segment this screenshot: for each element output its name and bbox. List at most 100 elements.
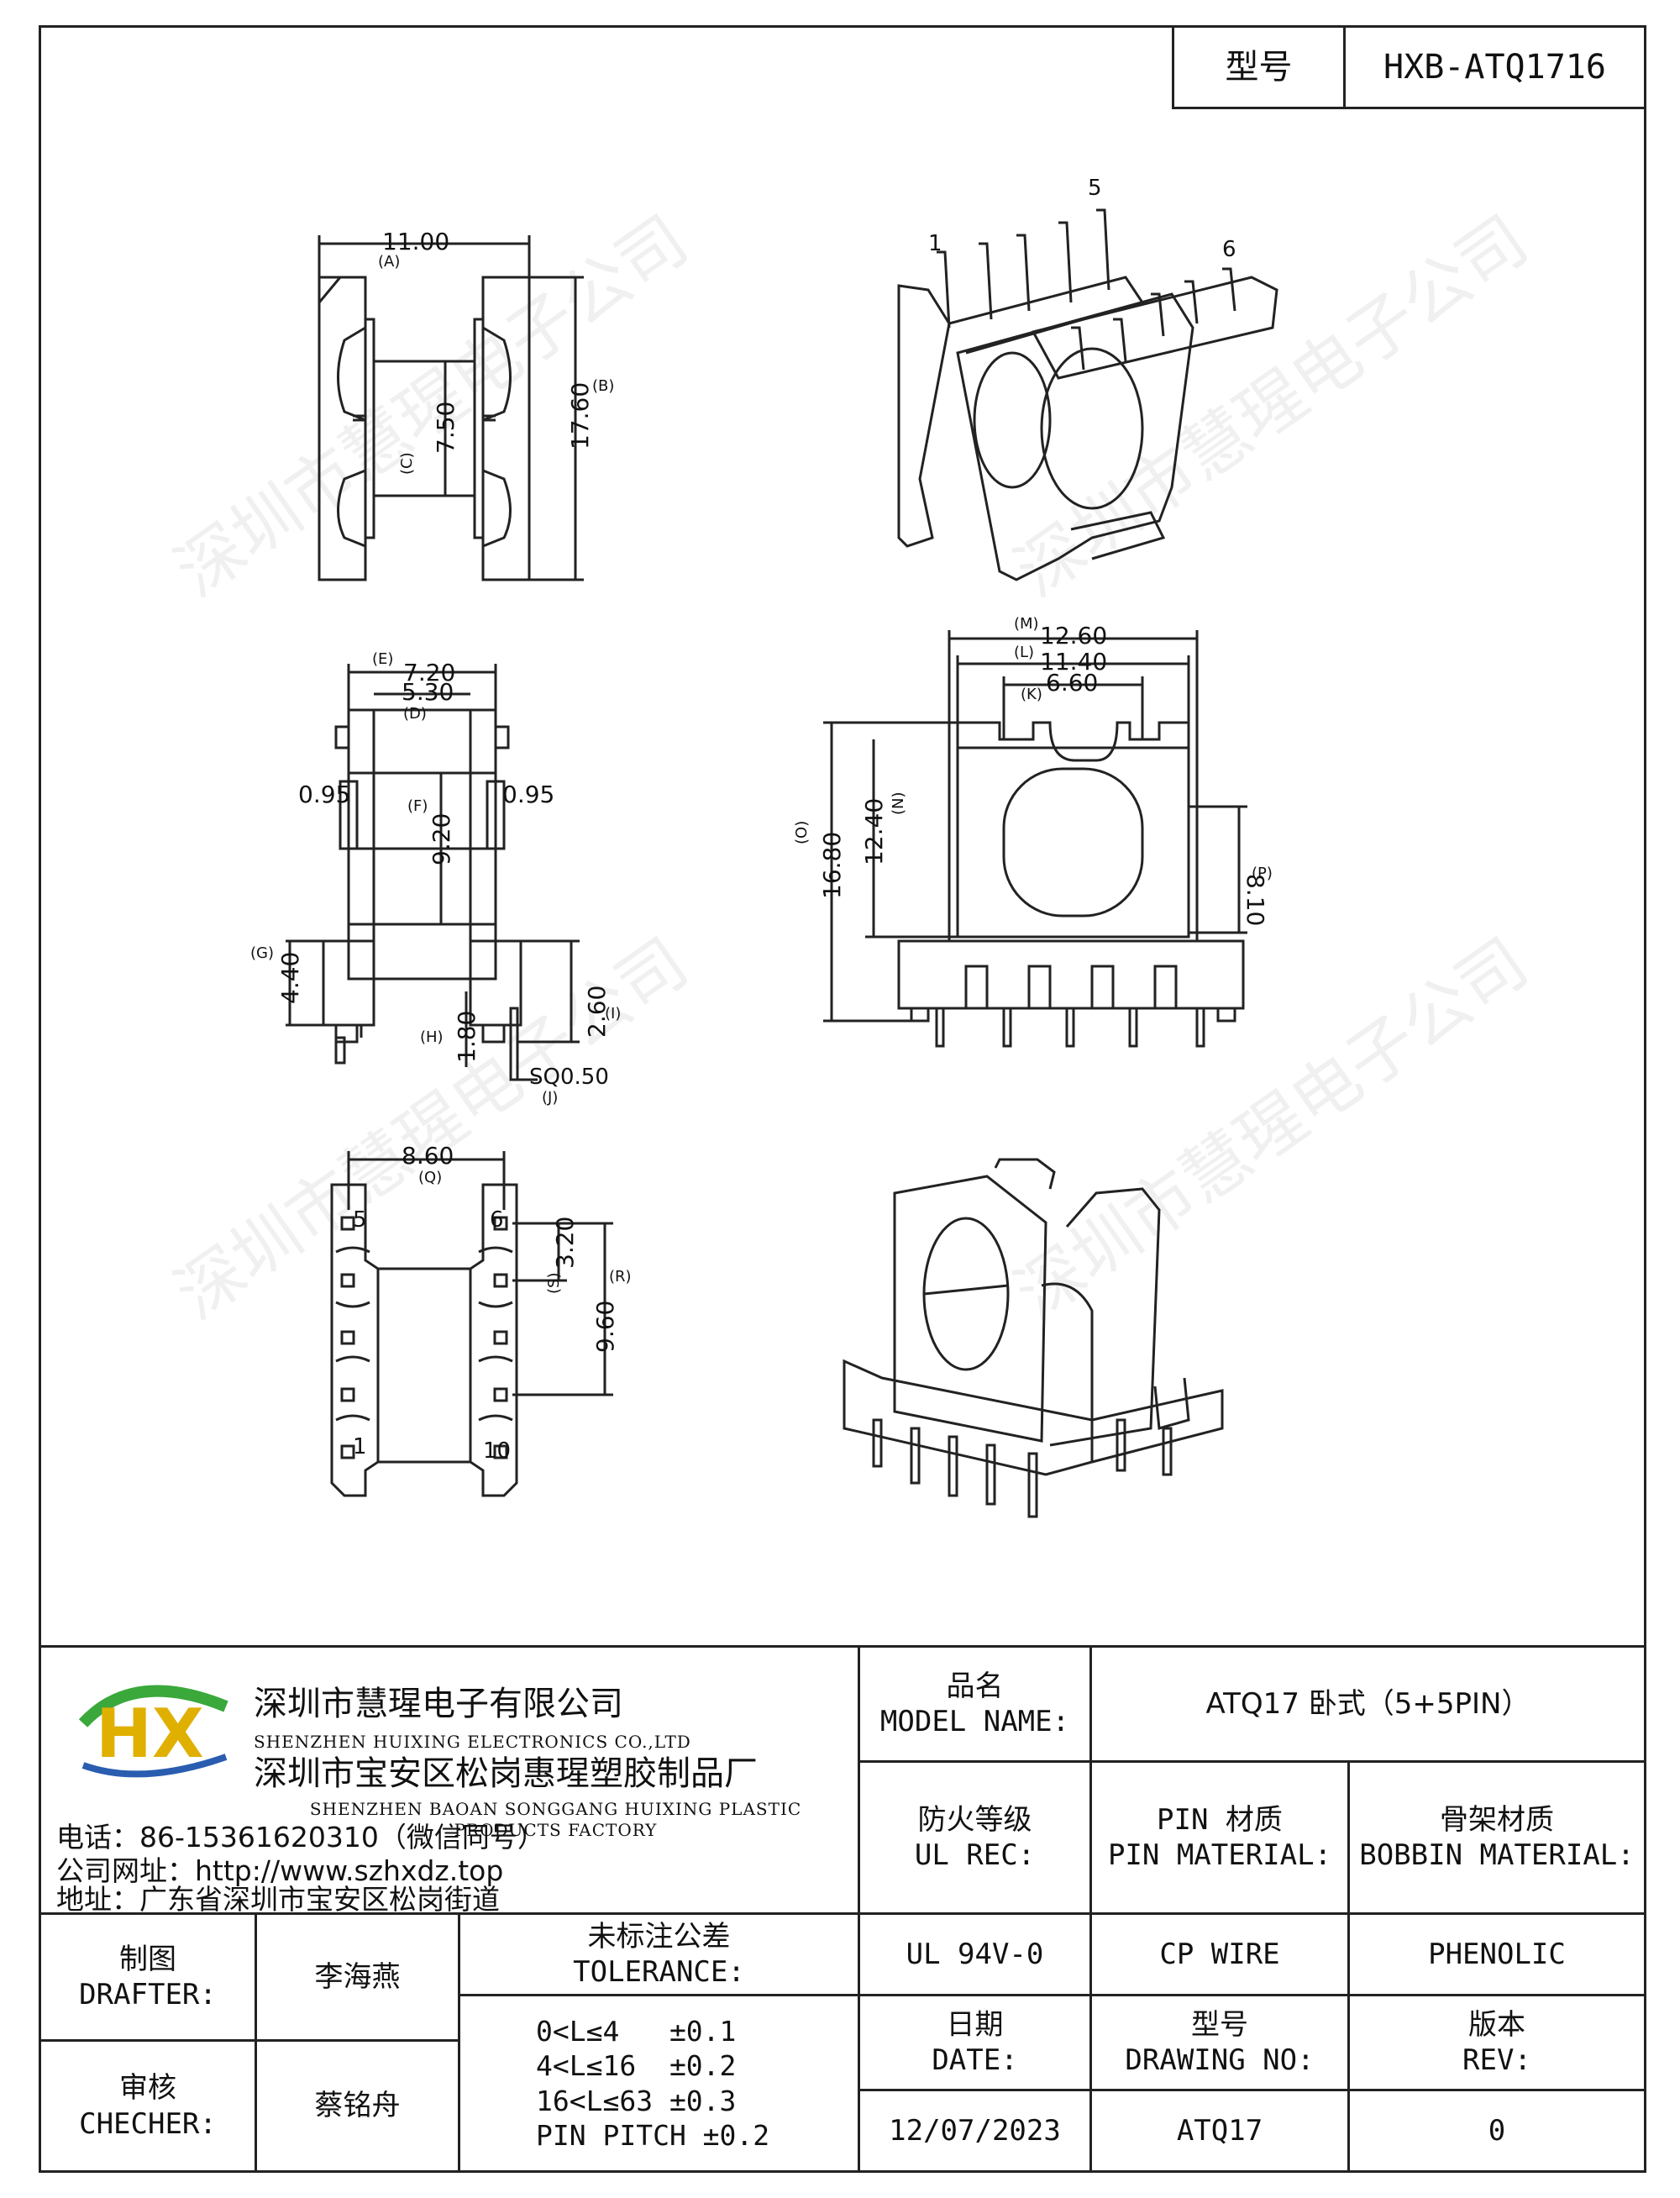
dim-p-tag: (P) bbox=[1252, 865, 1273, 882]
dim-g-tag: (G) bbox=[250, 944, 274, 962]
dim-b-tag: (B) bbox=[592, 377, 614, 395]
rev-label-cell: 版本 REV: bbox=[1347, 1994, 1646, 2091]
pin-material-value: CP WIRE bbox=[1159, 1937, 1280, 1971]
company-name-cn: 深圳市慧瑆电子有限公司 bbox=[254, 1685, 623, 1723]
dim-e-value: 7.20 bbox=[403, 659, 455, 686]
date-en: DATE: bbox=[932, 2043, 1018, 2077]
dim-s-value: 3.20 bbox=[551, 1217, 579, 1269]
tolerance-line-2: 4<L≤16 ±0.2 bbox=[536, 2049, 737, 2083]
ul-rec-label-cell: 防火等级 UL REC: bbox=[858, 1760, 1092, 1915]
date-cn: 日期 bbox=[946, 2007, 1004, 2042]
dim-c-value: 7.50 bbox=[432, 402, 459, 454]
pin-material-cn: PIN 材质 bbox=[1157, 1802, 1283, 1837]
drawing-no-en: DRAWING NO: bbox=[1125, 2043, 1315, 2077]
model-name-value-cell: ATQ17 卧式（5+5PIN） bbox=[1089, 1645, 1646, 1763]
company-cell: HX 深圳市慧瑆电子有限公司 SHENZHEN HUIXING ELECTRON… bbox=[39, 1645, 860, 1915]
dim-k-value: 6.60 bbox=[1046, 669, 1098, 697]
model-name-label-cell: 品名 MODEL NAME: bbox=[858, 1645, 1092, 1763]
drawing-no-value-cell: ATQ17 bbox=[1089, 2089, 1350, 2173]
dim-a-value: 11.00 bbox=[382, 228, 449, 255]
checker-label-cell: 审核 CHECHER: bbox=[39, 2039, 257, 2173]
dim-f-value: 9.20 bbox=[428, 813, 455, 865]
date-label-cell: 日期 DATE: bbox=[858, 1994, 1092, 2091]
model-name-en: MODEL NAME: bbox=[879, 1705, 1070, 1738]
dim-d-tag: (D) bbox=[403, 705, 427, 723]
dim-s-tag: (S) bbox=[545, 1273, 563, 1294]
rev-value-cell: 0 bbox=[1347, 2089, 1646, 2173]
isometric-bottom-view bbox=[843, 1158, 1224, 1518]
dim-m-tag: (M) bbox=[1014, 615, 1039, 633]
dim-o-value: 16.80 bbox=[818, 832, 846, 899]
tolerance-label-cell: 未标注公差 TOLERANCE: bbox=[458, 1912, 860, 1996]
checker-en: CHECHER: bbox=[79, 2106, 217, 2141]
dim-q-value: 8.60 bbox=[402, 1142, 454, 1170]
drawing-no-value: ATQ17 bbox=[1176, 2113, 1263, 2148]
dim-g-value: 4.40 bbox=[276, 952, 304, 1004]
dim-left-wall: 0.95 bbox=[298, 781, 350, 808]
ul-rec-value: UL 94V-0 bbox=[906, 1937, 1044, 1971]
rev-cn: 版本 bbox=[1468, 2007, 1525, 2042]
dim-j-value: SQ0.50 bbox=[529, 1065, 609, 1090]
company-phone: 电话：86-15361620310（微信同号） bbox=[56, 1821, 545, 1854]
dim-q-tag: (Q) bbox=[418, 1169, 442, 1186]
model-name-cn: 品名 bbox=[946, 1669, 1004, 1703]
checker-value-cell: 蔡铭舟 bbox=[255, 2039, 460, 2173]
bobbin-material-label-cell: 骨架材质 BOBBIN MATERIAL: bbox=[1347, 1760, 1646, 1915]
logo-text: HX bbox=[96, 1695, 204, 1773]
date-value-cell: 12/07/2023 bbox=[858, 2089, 1092, 2173]
bottom-view bbox=[330, 1151, 613, 1497]
ul-rec-en: UL REC: bbox=[914, 1838, 1036, 1872]
front-view bbox=[286, 664, 580, 1081]
isometric-top-view bbox=[897, 208, 1278, 581]
dim-o-tag: (O) bbox=[793, 821, 811, 844]
side-view bbox=[318, 235, 584, 581]
drafter-en: DRAFTER: bbox=[79, 1978, 217, 2011]
model-value: HXB-ATQ1716 bbox=[1383, 48, 1606, 87]
bottom-pin-6: 6 bbox=[490, 1207, 504, 1233]
dim-f-tag: (F) bbox=[407, 797, 428, 815]
dim-c-tag: (C) bbox=[398, 452, 416, 475]
tolerance-line-4: PIN PITCH ±0.2 bbox=[536, 2118, 770, 2152]
dim-h-tag: (H) bbox=[420, 1028, 444, 1046]
tolerance-line-1: 0<L≤4 ±0.1 bbox=[536, 2015, 737, 2048]
iso-pin-1: 1 bbox=[928, 231, 942, 256]
dim-n-value: 12.40 bbox=[860, 798, 888, 865]
dim-b-value: 17.60 bbox=[566, 382, 594, 450]
dim-r-tag: (R) bbox=[609, 1268, 632, 1286]
rev-value: 0 bbox=[1488, 2113, 1506, 2148]
end-view bbox=[823, 630, 1247, 1048]
bottom-pin-1: 1 bbox=[353, 1434, 367, 1459]
factory-name-cn: 深圳市宝安区松岗惠瑆塑胶制品厂 bbox=[254, 1754, 758, 1793]
dim-n-tag: (N) bbox=[890, 791, 907, 815]
dim-i-value: 2.60 bbox=[583, 986, 611, 1038]
bobbin-material-en: BOBBIN MATERIAL: bbox=[1359, 1838, 1635, 1872]
dim-l-value: 11.40 bbox=[1040, 648, 1107, 676]
model-name-value: ATQ17 卧式（5+5PIN） bbox=[1205, 1686, 1530, 1721]
company-address: 地址：广东省深圳市宝安区松岗街道 bbox=[56, 1883, 500, 1916]
drafter-value-cell: 李海燕 bbox=[255, 1912, 460, 2042]
factory-name-en: SHENZHEN BAOAN SONGGANG HUIXING PLASTIC … bbox=[309, 1799, 802, 1840]
bottom-pin-10: 10 bbox=[483, 1438, 511, 1464]
tolerance-cn: 未标注公差 bbox=[587, 1919, 731, 1953]
drafter-label-cell: 制图 DRAFTER: bbox=[39, 1912, 257, 2042]
ul-rec-value-cell: UL 94V-0 bbox=[858, 1912, 1092, 1996]
dim-a-tag: (A) bbox=[378, 253, 400, 271]
iso-pin-5: 5 bbox=[1088, 176, 1102, 201]
ul-rec-cn: 防火等级 bbox=[917, 1802, 1032, 1837]
tolerance-line-3: 16<L≤63 ±0.3 bbox=[536, 2084, 737, 2117]
dim-l-tag: (L) bbox=[1014, 644, 1034, 661]
dim-d-value: 5.30 bbox=[402, 678, 454, 706]
iso-pin-6: 6 bbox=[1222, 237, 1236, 262]
bobbin-material-cn: 骨架材质 bbox=[1440, 1802, 1554, 1837]
model-label-cell: 型号 bbox=[1172, 25, 1346, 109]
model-value-cell: HXB-ATQ1716 bbox=[1343, 25, 1646, 109]
dim-i-tag: (I) bbox=[605, 1005, 621, 1023]
pin-material-label-cell: PIN 材质 PIN MATERIAL: bbox=[1089, 1760, 1350, 1915]
checker-cn: 审核 bbox=[119, 2071, 176, 2105]
model-label: 型号 bbox=[1225, 48, 1293, 87]
company-name-en: SHENZHEN HUIXING ELECTRONICS CO.,LTD bbox=[254, 1732, 691, 1752]
pin-material-en: PIN MATERIAL: bbox=[1107, 1838, 1332, 1872]
tolerance-en: TOLERANCE: bbox=[573, 1955, 745, 1989]
drawing-no-label-cell: 型号 DRAWING NO: bbox=[1089, 1994, 1350, 2091]
dim-p-value: 8.10 bbox=[1242, 874, 1269, 926]
